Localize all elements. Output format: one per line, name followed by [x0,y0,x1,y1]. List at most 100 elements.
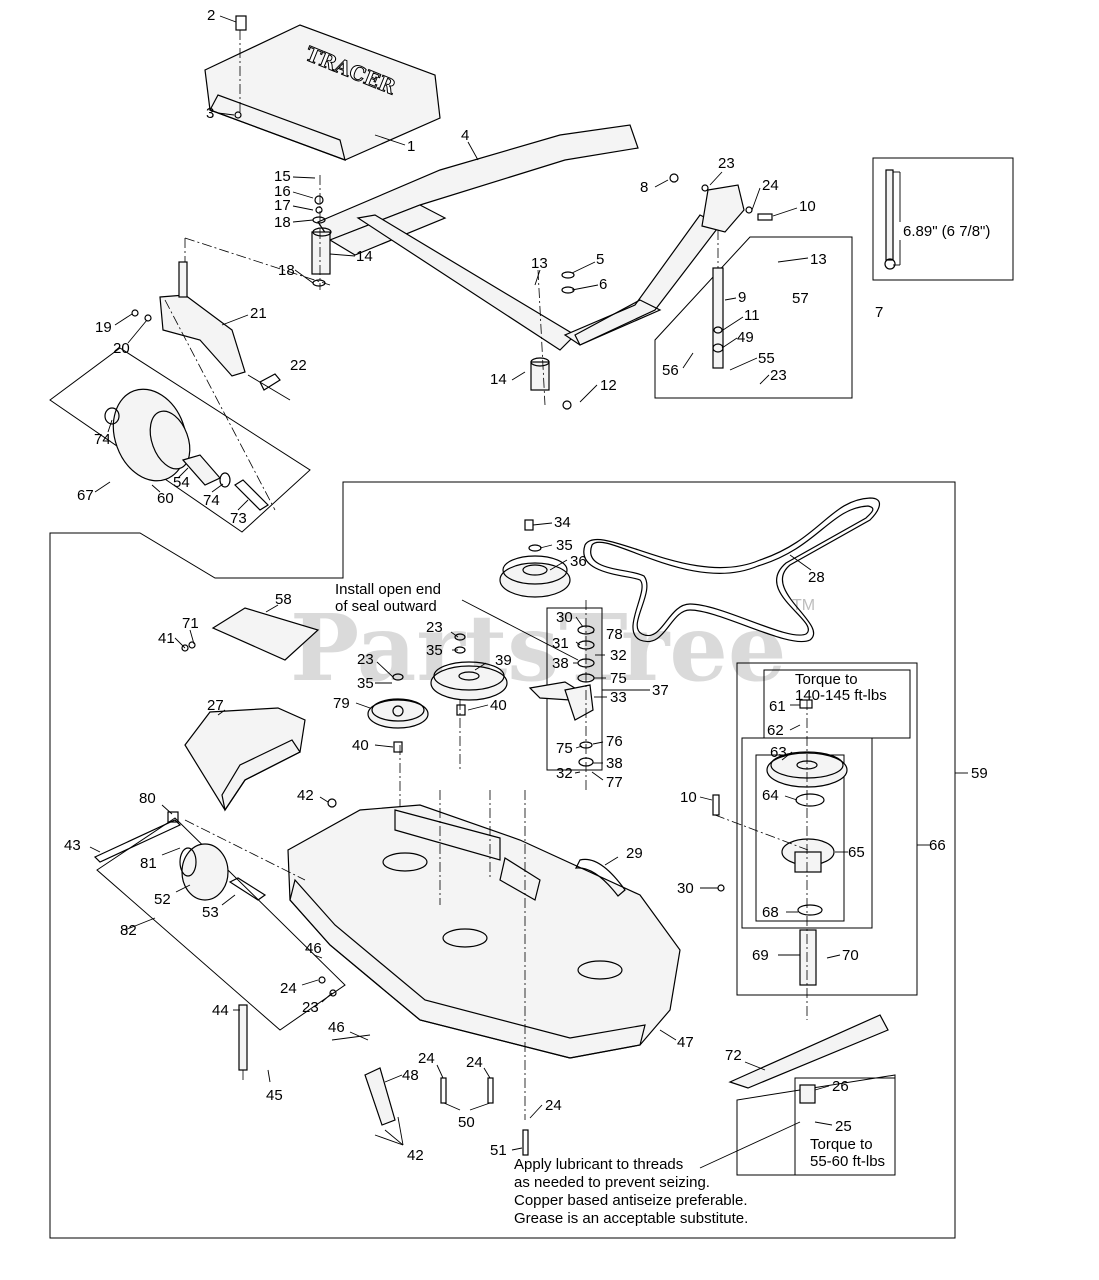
deck-cover-plate: TRACER [204,15,441,161]
callout-35: 35 [556,537,573,554]
callout-12: 12 [600,377,617,394]
callout-1: 1 [407,138,415,155]
callout-24-bolt-right: 24 [466,1054,483,1071]
callout-40: 40 [490,697,507,714]
note-lubricant-line1: Apply lubricant to threads [514,1156,683,1173]
callout-23-deck: 23 [302,999,319,1016]
hardware-markers [131,173,773,1156]
leader-lines [89,15,968,1169]
callout-33: 33 [610,689,627,706]
callout-24-blade: 24 [545,1097,562,1114]
note-lubricant-line3: Copper based antiseize preferable. [514,1192,747,1209]
callout-51: 51 [490,1142,507,1159]
callout-35-chute: 35 [426,642,443,659]
callout-35-idler: 35 [357,675,374,692]
anti-scalp-rod [93,819,182,863]
callout-38-lower: 38 [606,755,623,772]
dimension-gauge [884,169,901,270]
blade [728,1014,889,1089]
callout-3: 3 [206,105,214,122]
callout-16: 16 [274,183,291,200]
callout-24-deck: 24 [280,980,297,997]
callout-29: 29 [626,845,643,862]
callout-9: 9 [738,289,746,306]
height-pin [238,1004,248,1071]
callout-4: 4 [461,127,469,144]
callout-68: 68 [762,904,779,921]
callout-24: 24 [762,177,779,194]
callout-76: 76 [606,733,623,750]
callout-75-lower: 75 [556,740,573,757]
idler-arm [528,600,595,790]
note-install-seal-line2: of seal outward [335,598,437,615]
callout-53: 53 [202,904,219,921]
callout-62: 62 [767,722,784,739]
callout-82: 82 [120,922,137,939]
caster-wheel [104,299,276,511]
callout-60: 60 [157,490,174,507]
deck-wheel [179,819,306,901]
callout-47: 47 [677,1034,694,1051]
callout-39: 39 [495,652,512,669]
height-adjust-rod [712,230,724,369]
deck-wheel-box [96,817,346,1031]
callout-28: 28 [808,569,825,586]
callout-72: 72 [725,1047,742,1064]
spindle-outer-box [736,662,918,996]
callout-7: 7 [875,304,883,321]
note-torque-upper-line1: Torque to [795,671,858,688]
callout-37: 37 [652,682,669,699]
callout-27: 27 [207,697,224,714]
callout-65: 65 [848,844,865,861]
callout-81: 81 [140,855,157,872]
callout-79: 79 [333,695,350,712]
callout-57: 57 [792,290,809,307]
callout-42-lower: 42 [407,1147,424,1164]
callout-43: 43 [64,837,81,854]
height-adjust-box [654,236,853,399]
caster-yoke [159,237,331,401]
discharge-chute [184,707,306,812]
callout-70: 70 [842,947,859,964]
drive-belt [583,497,880,643]
callout-45: 45 [266,1087,283,1104]
note-install-seal-line1: Install open end [335,581,441,598]
notes: Install open end of seal outward Torque … [335,223,990,1227]
callout-69: 69 [752,947,769,964]
callout-10-spindle: 10 [680,789,697,806]
callout-13: 13 [531,255,548,272]
callout-15: 15 [274,168,291,185]
callout-59: 59 [971,765,988,782]
callout-19: 19 [95,319,112,336]
callout-55: 55 [758,350,775,367]
callout-13-right: 13 [810,251,827,268]
callout-44: 44 [212,1002,229,1019]
callout-30-spindle: 30 [677,880,694,897]
callout-78: 78 [606,626,623,643]
callout-18-lower: 18 [278,262,295,279]
spindle-assembly [712,699,848,1020]
callout-67: 67 [77,487,94,504]
rod-clip [167,811,179,823]
callout-80: 80 [139,790,156,807]
dimension-box [872,157,1014,281]
belt-cover [211,607,320,661]
blade-bolt [799,1084,816,1104]
callout-20: 20 [113,340,130,357]
note-torque-lower-line2: 55-60 ft-lbs [810,1153,885,1170]
callout-36: 36 [570,553,587,570]
callout-71: 71 [182,615,199,632]
caster-wheel-box [49,347,311,533]
callout-11: 11 [744,307,760,324]
callout-32: 32 [610,647,627,664]
callout-31: 31 [552,635,569,652]
spring [574,858,626,897]
callout-32-lower: 32 [556,765,573,782]
callout-56: 56 [662,362,679,379]
note-torque-lower-line1: Torque to [810,1136,873,1153]
callout-10: 10 [799,198,816,215]
callout-74-lower: 74 [203,492,220,509]
callout-63: 63 [770,744,787,761]
callout-26: 26 [832,1078,849,1095]
